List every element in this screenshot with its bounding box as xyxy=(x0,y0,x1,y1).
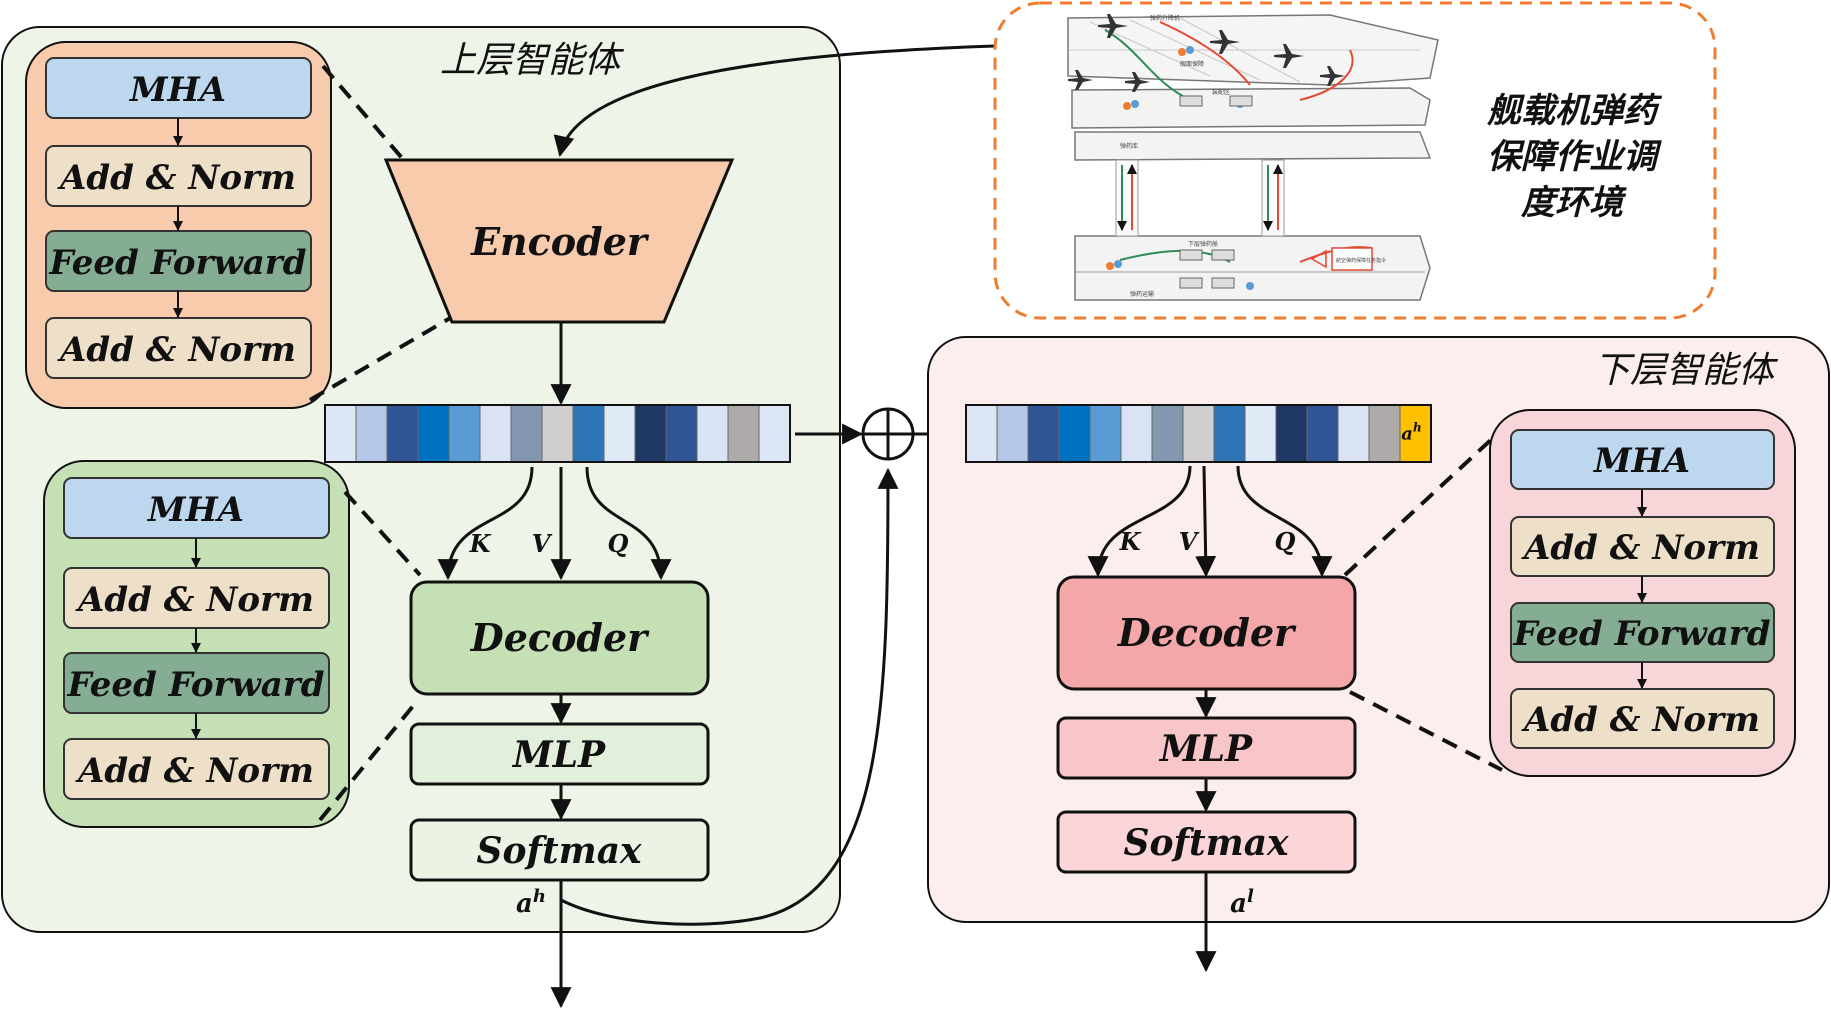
embedding-cell xyxy=(1337,404,1370,463)
embedding-cell xyxy=(324,404,357,463)
svg-text:装配区: 装配区 xyxy=(1212,88,1230,96)
embedding-border xyxy=(324,404,791,463)
embedding-cell xyxy=(1027,404,1060,463)
key-label: K xyxy=(1119,527,1142,556)
embedding-cell xyxy=(696,404,729,463)
embedding-cell xyxy=(510,404,543,463)
embedding-cell xyxy=(1306,404,1339,463)
lower-decoder-add-norm-1-label: Add & Norm xyxy=(1521,528,1760,568)
concat-operator xyxy=(861,407,915,461)
dashed-connector xyxy=(1343,422,1510,577)
environment-label-line-3: 度环境 xyxy=(1520,183,1627,223)
svg-text:航空弹药保障任务指令: 航空弹药保障任务指令 xyxy=(1336,257,1386,264)
upper-output-label: ah xyxy=(516,886,546,919)
lower-decoder-label: Decoder xyxy=(1117,610,1297,655)
upper-agent-title: 上层智能体 xyxy=(440,40,625,81)
lower-decoder-add-norm-2-block xyxy=(1510,688,1775,749)
upper-mlp-label: MLP xyxy=(511,734,606,776)
svg-text:舰面保障: 舰面保障 xyxy=(1180,60,1204,68)
query-label: Q xyxy=(1275,527,1296,556)
query-arrow xyxy=(585,466,672,581)
embedding-cell xyxy=(1244,404,1277,463)
embedding-cell xyxy=(1089,404,1122,463)
upper-decoder-mha-label: MHA xyxy=(147,490,244,530)
key-arrow xyxy=(437,466,534,581)
svg-text:弹药库: 弹药库 xyxy=(1120,142,1138,150)
embedding-cell xyxy=(541,404,574,463)
upper-decoder-feed-forward-label: Feed Forward xyxy=(66,665,324,705)
encoder-feed-forward-label: Feed Forward xyxy=(48,243,306,283)
encoder-add-norm-2-label: Add & Norm xyxy=(57,330,296,370)
embedding-cell xyxy=(448,404,481,463)
lower-agent-title: 下层智能体 xyxy=(1594,350,1779,391)
encoder-add-norm-2-block xyxy=(45,317,312,379)
embedding-cell xyxy=(417,404,450,463)
embedding-cell xyxy=(996,404,1029,463)
lower-decoder-add-norm-2-label: Add & Norm xyxy=(1521,700,1760,740)
embedding-border xyxy=(965,404,1432,463)
embedding-cell xyxy=(1120,404,1153,463)
lower-output-label: al xyxy=(1230,886,1254,919)
upper-softmax-label: Softmax xyxy=(476,830,642,872)
encoder-block xyxy=(383,158,735,324)
environment-label-line-1: 舰载机弹药 xyxy=(1487,91,1663,131)
embedding-cell xyxy=(1151,404,1184,463)
environment-to-encoder-arrow xyxy=(553,44,996,158)
action-feedback-arrow xyxy=(560,467,899,926)
embedding-cell xyxy=(965,404,998,463)
svg-text:弹药运输: 弹药运输 xyxy=(1130,290,1154,298)
svg-text:下层弹药舱: 下层弹药舱 xyxy=(1188,240,1218,248)
embedding-cell xyxy=(355,404,388,463)
embedding-cell xyxy=(479,404,512,463)
action-token-label: ah xyxy=(1401,421,1421,445)
upper-embedding-vector xyxy=(324,404,791,463)
environment-label-line-2: 保障作业调 xyxy=(1487,137,1662,177)
embedding-cell xyxy=(603,404,636,463)
upper-decoder-add-norm-1-label: Add & Norm xyxy=(75,580,314,620)
upper-decoder-add-norm-2-block xyxy=(63,738,330,800)
lower-embedding-vector: ah xyxy=(965,404,1432,463)
embedding-cell xyxy=(1182,404,1215,463)
embedding-cell xyxy=(1058,404,1091,463)
embedding-cell xyxy=(1213,404,1246,463)
embedding-cell xyxy=(727,404,760,463)
value-label: V xyxy=(1179,527,1200,556)
embedding-cell xyxy=(386,404,419,463)
query-arrow xyxy=(1236,465,1333,578)
dashed-connector xyxy=(1349,690,1503,772)
embedding-cell xyxy=(758,404,791,463)
lower-mlp-label: MLP xyxy=(1158,728,1253,770)
embedding-cell xyxy=(572,404,605,463)
key-arrow xyxy=(1087,465,1192,578)
dashed-connector xyxy=(321,64,404,160)
lower-decoder-mha-label: MHA xyxy=(1593,441,1690,481)
svg-text:弹药升降机: 弹药升降机 xyxy=(1150,14,1180,22)
lower-softmax-label: Softmax xyxy=(1123,822,1289,864)
dashed-connector xyxy=(308,315,454,402)
upper-decoder-add-norm-2-label: Add & Norm xyxy=(75,751,314,791)
value-label: V xyxy=(532,529,553,558)
embedding-cell xyxy=(1368,404,1401,463)
key-label: K xyxy=(469,529,492,558)
encoder-add-norm-1-label: Add & Norm xyxy=(57,158,296,198)
upper-decoder-label: Decoder xyxy=(470,615,650,660)
query-label: Q xyxy=(608,529,629,558)
embedding-cell xyxy=(634,404,667,463)
lower-decoder-feed-forward-label: Feed Forward xyxy=(1512,614,1770,654)
embedding-cell xyxy=(665,404,698,463)
value-arrow xyxy=(1195,465,1217,578)
encoder-mha-label: MHA xyxy=(129,70,226,110)
embedding-cell xyxy=(1275,404,1308,463)
dashed-connector xyxy=(343,490,422,577)
carrier-illustration: 弹药升降机 舰面保障 装配区 弹药库 下层弹药舱 弹药运输 航空弹药保障任务指令 xyxy=(1067,14,1439,301)
encoder-label: Encoder xyxy=(470,219,650,264)
